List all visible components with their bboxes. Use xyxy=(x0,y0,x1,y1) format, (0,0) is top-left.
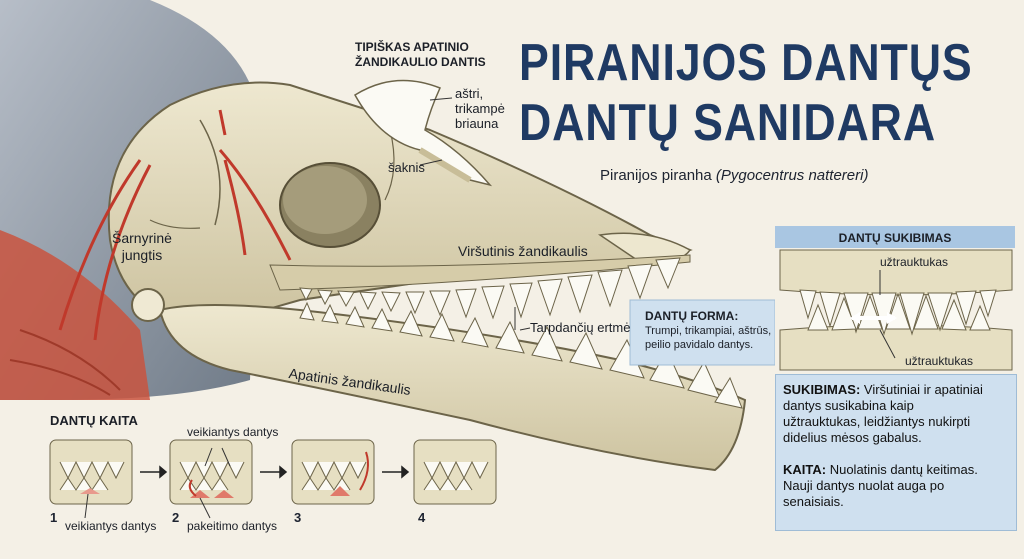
step-number-1: 1 xyxy=(50,510,58,525)
replacement-step-drawing xyxy=(291,439,375,505)
subtitle-latin-name: (Pygocentrus nattereri) xyxy=(715,167,869,184)
interlock-heading: DANTŲ SUKIBIMAS xyxy=(838,231,952,245)
interdental-space-label: Tarpdančių ertmė xyxy=(530,320,631,335)
title-line-1: PIRANIJOS DANTŲS xyxy=(519,34,973,92)
tooth-edge-label-line: trikampė xyxy=(455,101,505,116)
blood-vessels xyxy=(58,109,292,341)
replacement-step-drawing xyxy=(49,439,133,505)
info-panel xyxy=(775,374,1017,531)
tooth-edge-label-line: aštri, xyxy=(455,86,484,101)
replacement-heading: DANTŲ KAITA xyxy=(50,413,138,428)
interlock-description: SUKIBIMAS: Viršutiniai ir apatiniai dant… xyxy=(783,382,1013,446)
tooth-inset-heading-line-1: TIPIŠKAS APATINIO xyxy=(355,40,469,54)
step-number-3: 3 xyxy=(294,510,302,525)
tooth-form-text: Trumpi, trikampiai, aštrūs, peilio pavid… xyxy=(645,324,771,352)
replacement-description: KAITA: Nuolatinis dantų keitimas. Nauji … xyxy=(783,462,1013,510)
sukibimas-heading: SUKIBIMAS: xyxy=(783,382,861,397)
kaita-heading: KAITA: xyxy=(783,462,827,477)
tooth-inset-heading-line-2: ŽANDIKAULIO DANTIS xyxy=(355,55,486,69)
kaita-text: senaisiais. xyxy=(783,494,844,509)
interlock-header-bar xyxy=(775,226,1015,248)
interlock-label-bottom: užtrauktukas xyxy=(905,354,974,368)
replacement-step-drawing xyxy=(413,439,497,505)
subtitle: Piranijos piranha (Pygocentrus nattereri… xyxy=(600,167,868,184)
replacement-sequence xyxy=(49,439,497,519)
tooth-root-label: šaknis xyxy=(388,160,425,175)
step-number-4: 4 xyxy=(418,510,426,525)
upper-teeth xyxy=(299,257,681,320)
replacement-teeth-label: pakeitimo dantys xyxy=(187,519,278,533)
tooth-edge-label-line: briauna xyxy=(455,116,499,131)
working-teeth-label-top: veikiantys dantys xyxy=(187,425,279,439)
interlock-drawing xyxy=(775,246,1015,372)
lower-teeth xyxy=(299,301,743,409)
sukibimas-text: užtrauktukas, leidžiantys nukirpti xyxy=(783,414,971,429)
kaita-text: Nuolatinis dantų keitimas. xyxy=(826,462,978,477)
step-number-2: 2 xyxy=(172,510,180,525)
piranha-skull xyxy=(107,81,747,472)
sukibimas-text: didelius mėsos gabalus. xyxy=(783,430,922,445)
tooth-edge-label: aštri, trikampė briauna xyxy=(455,86,505,131)
subtitle-common-name: Piranijos piranha xyxy=(600,167,712,184)
jaw-joint-label-line: jungtis xyxy=(121,247,163,263)
replacement-step-drawing xyxy=(169,439,253,505)
tooth-form-text-line: peilio pavidalo dantys. xyxy=(645,339,754,351)
tooth-form-heading: DANTŲ FORMA: xyxy=(645,309,739,323)
kaita-text: Nauji dantys nuolat auga po xyxy=(783,478,945,493)
jaw-joint-label-line: Šarnyrinė xyxy=(112,230,172,246)
jaw-joint-label: Šarnyrinė jungtis xyxy=(112,230,172,264)
upper-jaw-label: Viršutinis žandikaulis xyxy=(458,243,588,259)
title-line-2: DANTŲ SANIDARA xyxy=(519,94,936,152)
step-arrows xyxy=(140,465,410,479)
tooth-inset-drawing xyxy=(353,79,493,187)
sukibimas-text: dantys susikabina kaip xyxy=(783,398,914,413)
label-leader-lines xyxy=(514,307,531,331)
tooth-form-text-line: Trumpi, trikampiai, aštrūs, xyxy=(645,325,772,337)
working-teeth-label-bottom: veikiantys dantys xyxy=(65,519,157,533)
interlock-label-top: užtrauktukas xyxy=(880,255,949,269)
sukibimas-text: Viršutiniai ir apatiniai xyxy=(860,382,983,397)
